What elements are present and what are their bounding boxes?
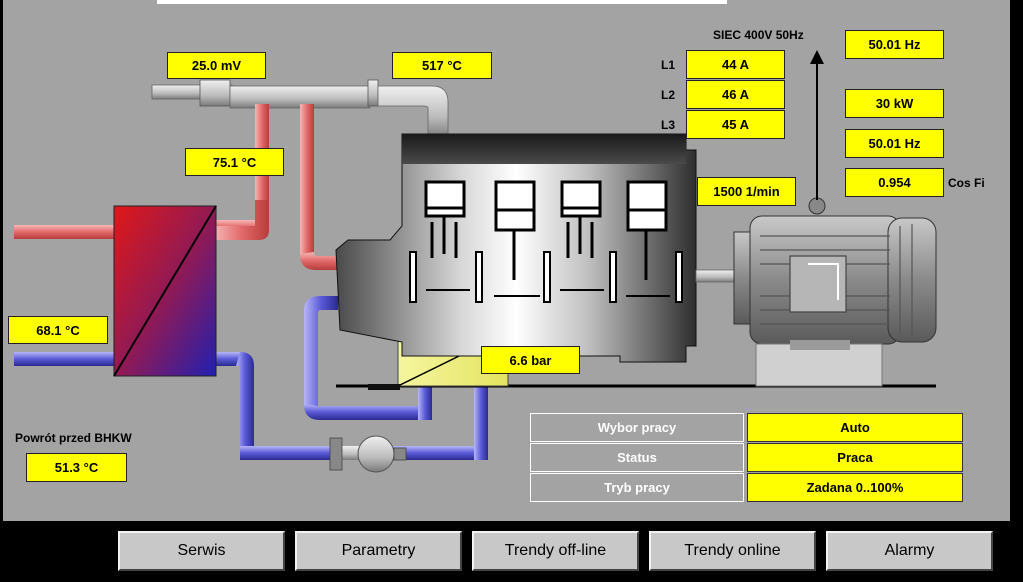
thermocouple-voltage-value: 25.0 mV	[167, 52, 266, 79]
mode-row-work-selection: Wybor pracy Auto	[530, 413, 965, 443]
exhaust-pipe	[151, 79, 449, 139]
oil-pressure-value: 6.6 bar	[481, 346, 580, 374]
serwis-button[interactable]: Serwis	[118, 531, 285, 571]
generator-frequency-value: 50.01 Hz	[845, 129, 944, 158]
grid-arrow	[810, 50, 824, 200]
grid-frequency-value: 50.01 Hz	[845, 30, 944, 59]
l3-current-value: 45 A	[686, 110, 785, 139]
mode-row-operation-type: Tryb pracy Zadana 0..100%	[530, 473, 965, 503]
engine-speed-value: 1500 1/min	[697, 177, 796, 206]
mode-value[interactable]: Zadana 0..100%	[747, 473, 963, 502]
heat-exchanger	[113, 205, 217, 377]
circulation-pump	[329, 435, 407, 473]
supply-temperature-value: 68.1 °C	[8, 316, 108, 344]
l2-current-value: 46 A	[686, 80, 785, 109]
l1-current-value: 44 A	[686, 50, 785, 79]
trendy-online-button[interactable]: Trendy online	[649, 531, 816, 571]
return-before-label: Powrót przed BHKW	[15, 431, 132, 445]
l3-label: L3	[661, 118, 676, 132]
cos-fi-value: 0.954	[845, 168, 944, 197]
cold-water-pipes	[14, 296, 488, 460]
mode-label: Wybor pracy	[530, 413, 744, 442]
mode-row-status: Status Praca	[530, 443, 965, 473]
trendy-offline-button[interactable]: Trendy off-line	[472, 531, 639, 571]
mode-value[interactable]: Auto	[747, 413, 963, 442]
engine-block	[335, 133, 697, 363]
cos-fi-label: Cos Fi	[948, 176, 985, 190]
shaft	[695, 269, 739, 283]
title-strip	[157, 0, 727, 4]
hot-pipe-temperature-value: 75.1 °C	[185, 148, 284, 176]
mode-value: Praca	[747, 443, 963, 472]
power-value: 30 kW	[845, 89, 944, 118]
mode-label: Tryb pracy	[530, 473, 744, 502]
alarmy-button[interactable]: Alarmy	[826, 531, 993, 571]
grid-label: SIEC 400V 50Hz	[713, 28, 804, 42]
parametry-button[interactable]: Parametry	[295, 531, 462, 571]
l1-label: L1	[661, 58, 676, 72]
l2-label: L2	[661, 88, 676, 102]
generator	[733, 197, 937, 387]
exhaust-temperature-value: 517 °C	[392, 52, 492, 79]
mode-table: Wybor pracy Auto Status Praca Tryb pracy…	[530, 413, 965, 503]
mode-label: Status	[530, 443, 744, 472]
return-temperature-value: 51.3 °C	[26, 453, 127, 482]
